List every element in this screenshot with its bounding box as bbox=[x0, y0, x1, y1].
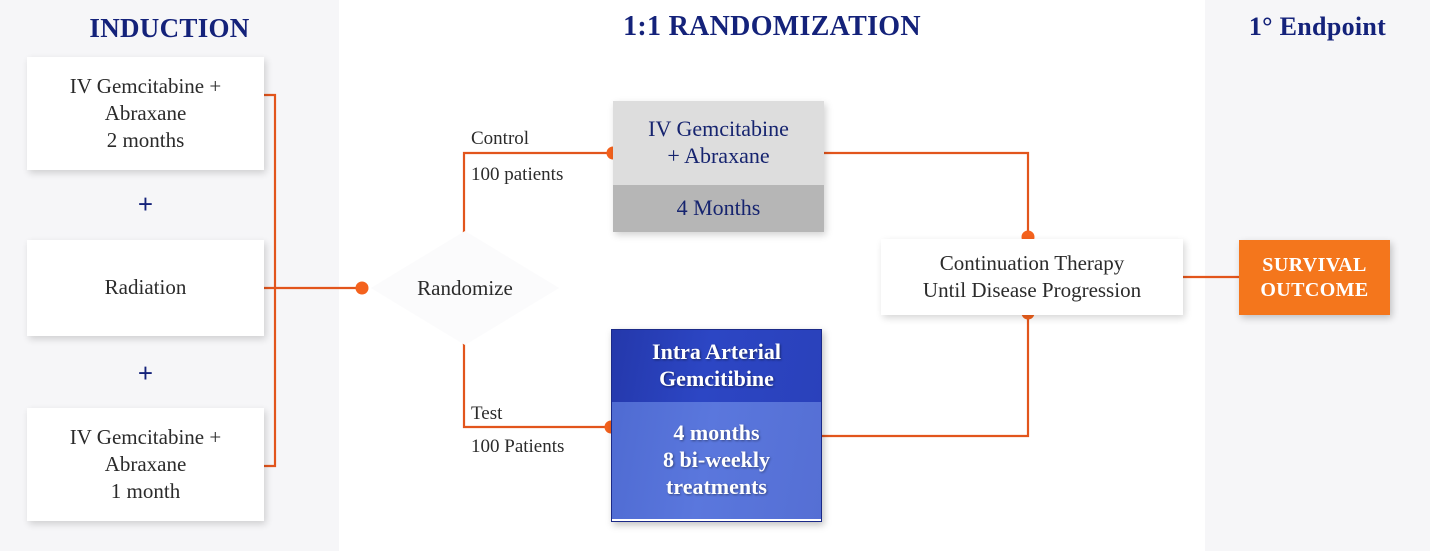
test-arm-duration-section: 4 months 8 bi-weekly treatments bbox=[612, 402, 821, 519]
induction-box-radiation[interactable]: Radiation bbox=[27, 240, 264, 336]
control-arm-box[interactable]: IV Gemcitabine + Abraxane 4 Months bbox=[613, 101, 824, 232]
induction-box2-line-2: Abraxane bbox=[104, 451, 187, 476]
randomize-decision-node[interactable]: Randomize bbox=[371, 231, 559, 345]
induction-column-header: INDUCTION bbox=[89, 13, 250, 43]
induction-plus-separator-1: + bbox=[137, 189, 154, 219]
test-arm-box[interactable]: Intra Arterial Gemcitibine 4 months 8 bi… bbox=[611, 329, 822, 522]
continuation-line-1: Continuation Therapy bbox=[939, 250, 1125, 275]
continuation-therapy-box[interactable]: Continuation Therapy Until Disease Progr… bbox=[881, 239, 1183, 315]
endpoint-column-header: 1° Endpoint bbox=[1248, 12, 1387, 41]
induction-box-line-3: 2 months bbox=[106, 128, 185, 153]
radiation-label: Radiation bbox=[104, 275, 187, 300]
induction-box-line-2: Abraxane bbox=[104, 100, 187, 125]
test-arm-treatment-section: Intra Arterial Gemcitibine bbox=[612, 330, 821, 402]
induction-box2-line-1: IV Gemcitabine + bbox=[69, 424, 222, 449]
outcome-line-2: OUTCOME bbox=[1260, 278, 1369, 301]
test-treatment-line-1: Intra Arterial bbox=[652, 339, 781, 365]
test-duration-line-2: 8 bi-weekly bbox=[663, 447, 770, 473]
test-branch-count: 100 Patients bbox=[471, 436, 565, 457]
test-duration-line-3: treatments bbox=[666, 473, 767, 499]
induction-box-line-1: IV Gemcitabine + bbox=[69, 73, 222, 98]
control-arm-treatment-section: IV Gemcitabine + Abraxane bbox=[613, 101, 824, 185]
control-branch-count: 100 patients bbox=[471, 164, 564, 185]
control-branch-label: Control bbox=[471, 128, 530, 149]
control-arm-duration-section: 4 Months bbox=[613, 185, 824, 232]
survival-outcome-box[interactable]: SURVIVAL OUTCOME bbox=[1239, 240, 1390, 315]
induction-box-gemcitabine-2months[interactable]: IV Gemcitabine + Abraxane 2 months bbox=[27, 57, 264, 170]
test-duration-line-1: 4 months bbox=[673, 420, 760, 446]
control-treatment-line-2: + Abraxane bbox=[667, 143, 770, 168]
test-treatment-line-2: Gemcitibine bbox=[659, 366, 774, 391]
test-branch-label: Test bbox=[471, 403, 503, 424]
randomization-column-header: 1:1 RANDOMIZATION bbox=[623, 11, 921, 42]
induction-box-gemcitabine-1month[interactable]: IV Gemcitabine + Abraxane 1 month bbox=[27, 408, 264, 521]
induction-plus-separator-2: + bbox=[137, 358, 154, 388]
connector-dot-randomize-in bbox=[355, 281, 369, 295]
control-duration: 4 Months bbox=[676, 195, 761, 221]
outcome-line-1: SURVIVAL bbox=[1262, 254, 1367, 277]
continuation-line-2: Until Disease Progression bbox=[922, 278, 1142, 302]
randomize-label: Randomize bbox=[417, 275, 513, 300]
induction-box2-line-3: 1 month bbox=[110, 479, 181, 504]
control-treatment-line-1: IV Gemcitabine bbox=[648, 116, 789, 142]
